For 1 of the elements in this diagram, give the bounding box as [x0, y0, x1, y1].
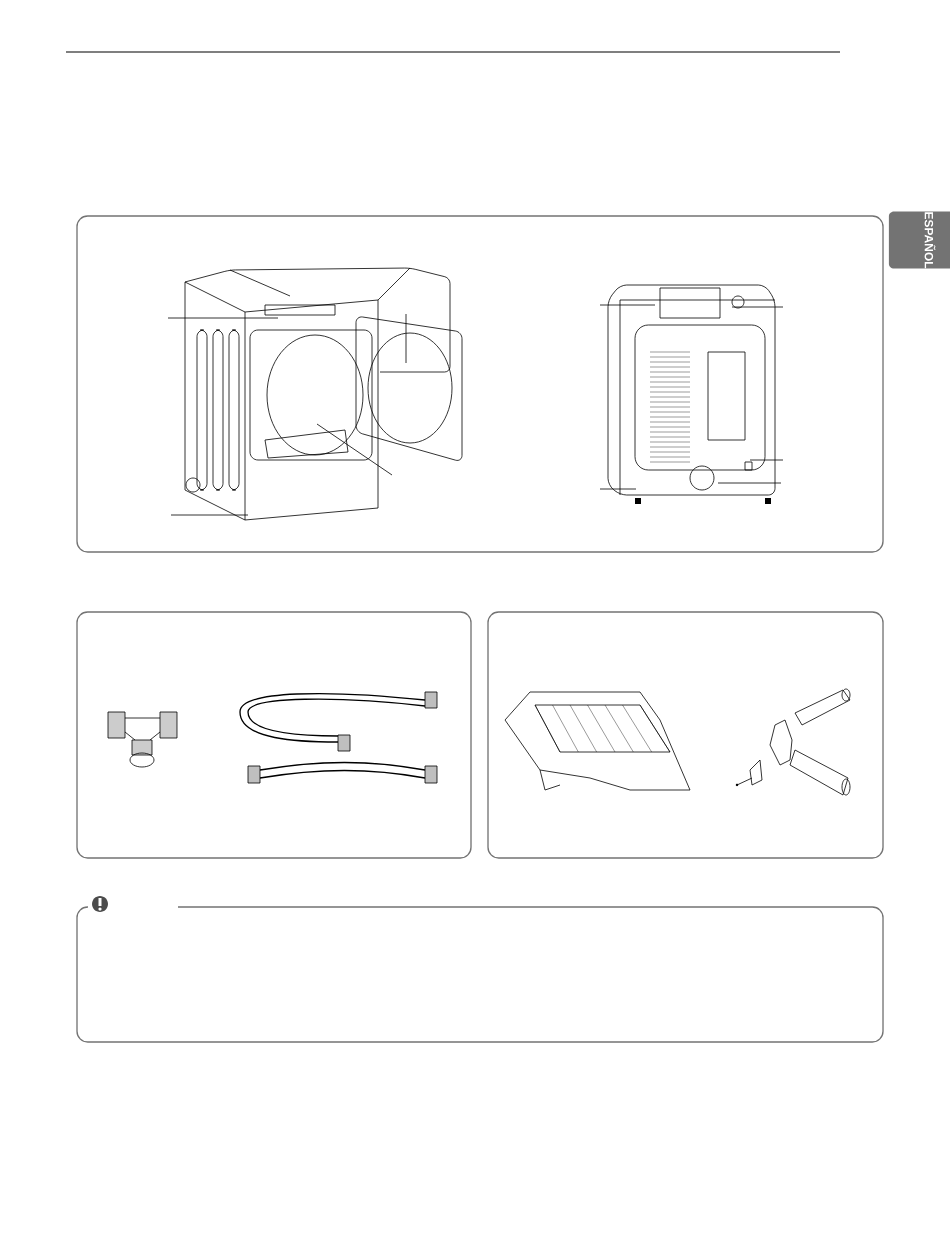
language-tab: ESPAÑOL [888, 211, 950, 269]
